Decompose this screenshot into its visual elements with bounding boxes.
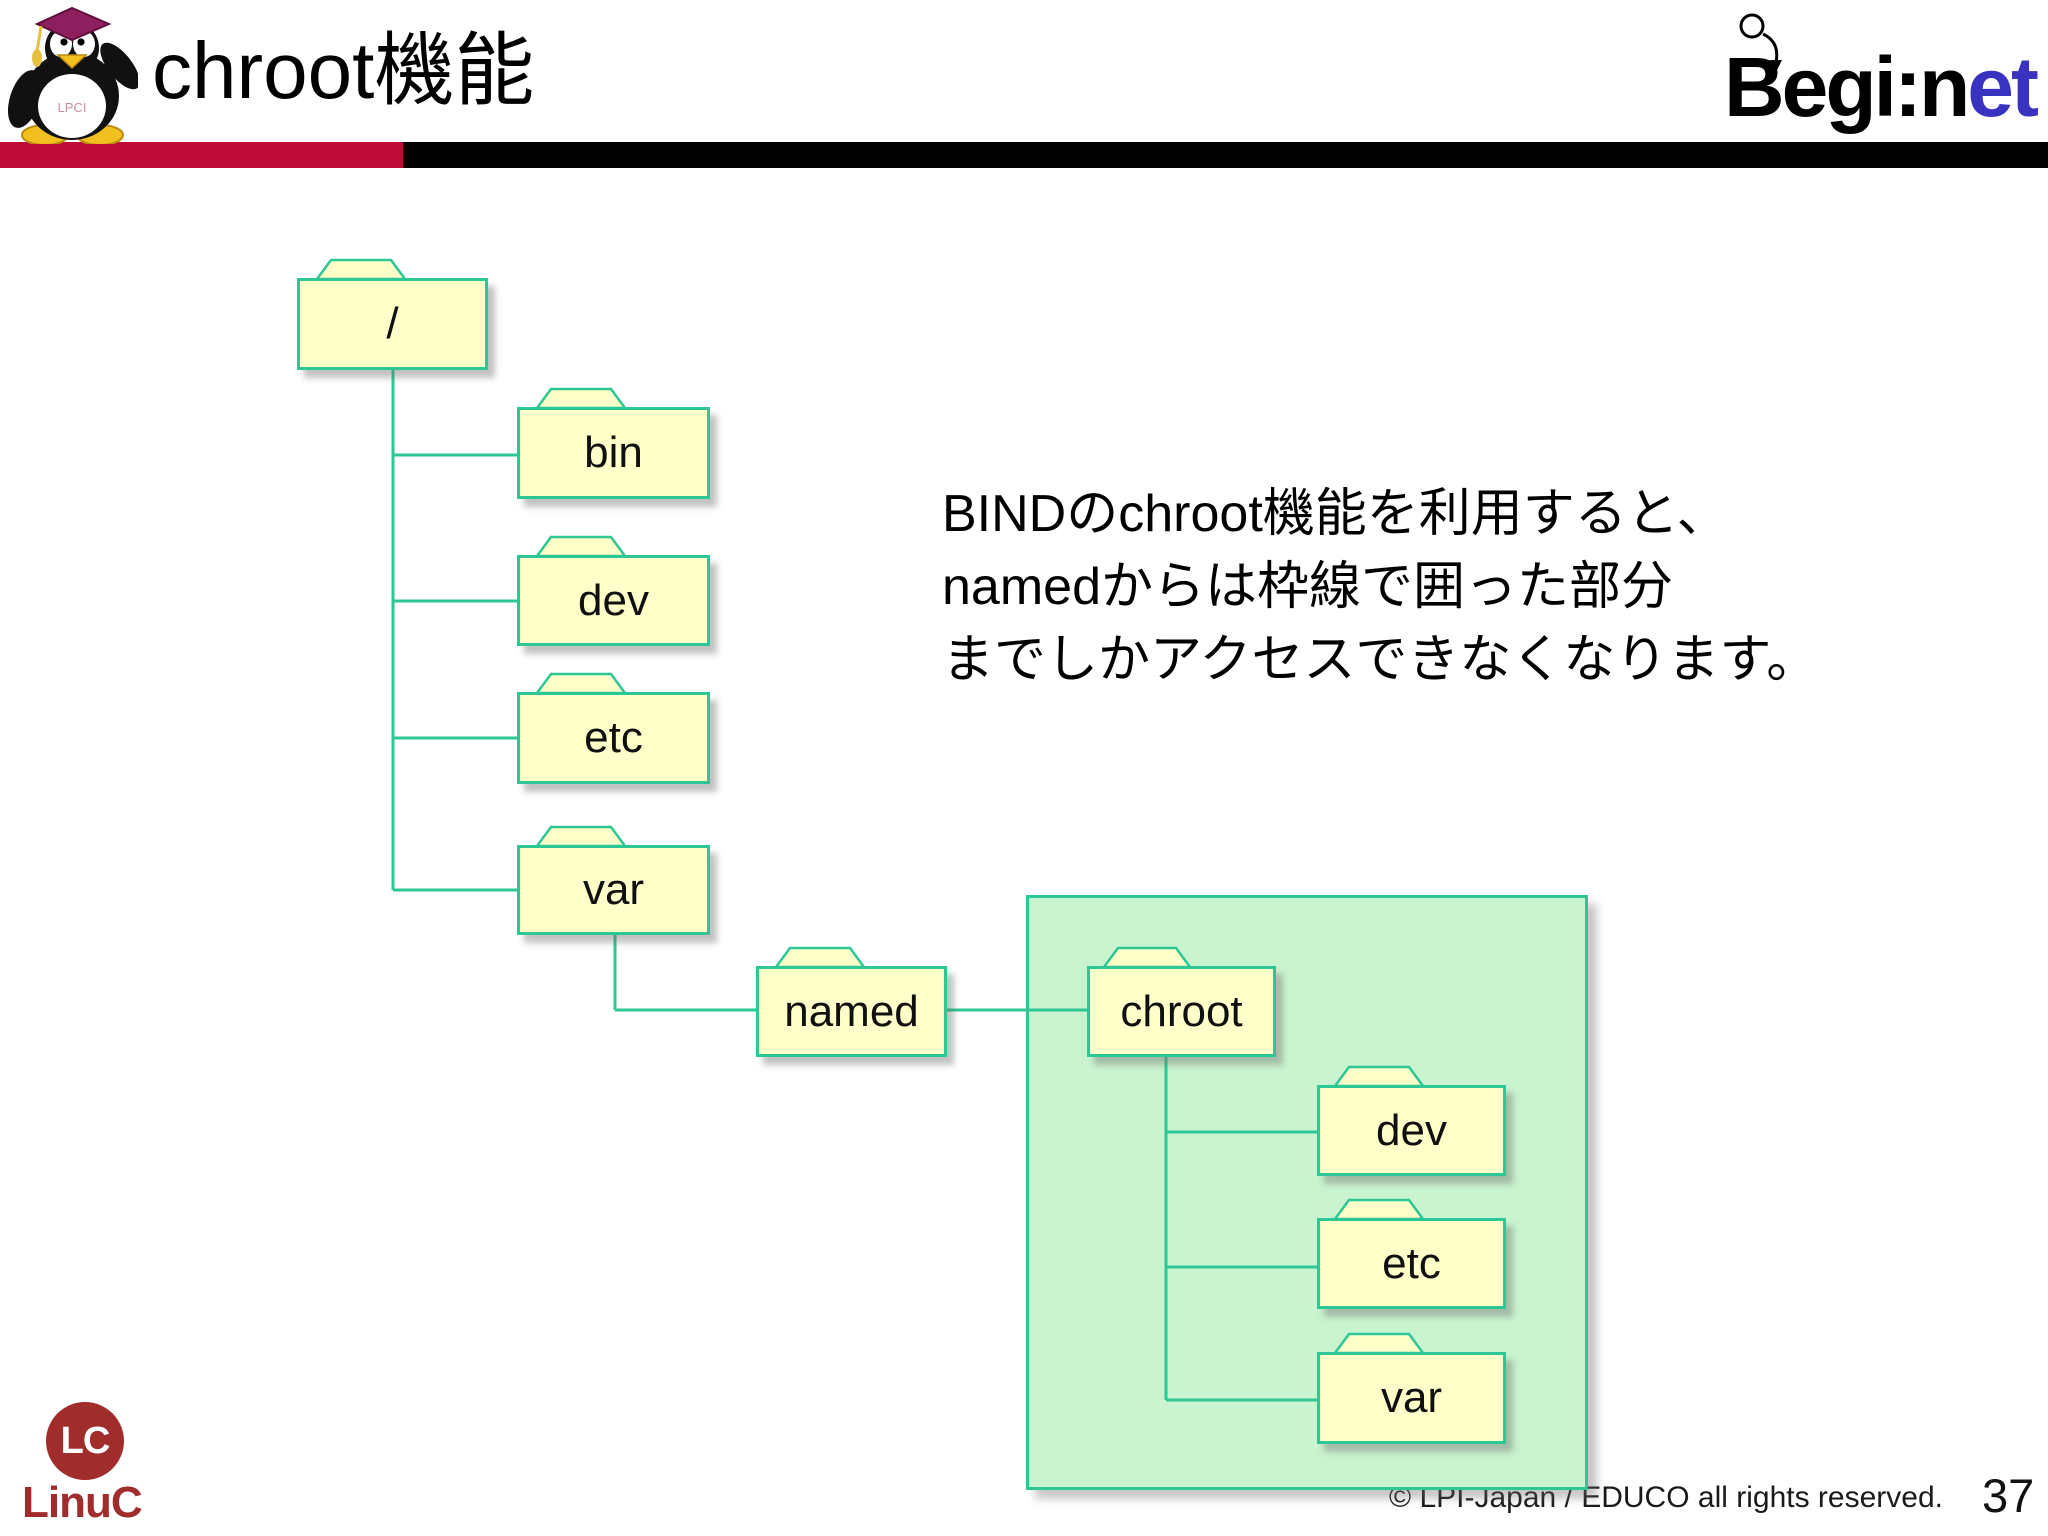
tree-node-chroot-var: var [1317,1352,1506,1444]
tree-node-chroot-var-label: var [1380,1373,1443,1422]
tree-node-var: var [517,845,710,935]
tree-node-dev-label: dev [578,575,649,625]
begi-logo-part3: et [1967,40,2039,134]
description-line1: BINDのchroot機能を利用すると、 [942,485,1729,543]
circle-arrow-decoration-icon [1739,13,1782,72]
tree-node-etc-label: etc [584,713,643,762]
tree-node-named-label: named [784,986,919,1036]
penguin-mascot-icon: LPCI [7,6,138,144]
tree-node-dev: dev [517,555,710,646]
tree-node-chroot-dev: dev [1317,1085,1506,1176]
page-title: chroot機能 [152,26,535,115]
tree-node-chroot-label: chroot [1120,986,1243,1036]
description-text: BINDのchroot機能を利用すると、 namedからは枠線で囲った部分 まで… [942,478,1818,697]
tree-node-chroot-etc: etc [1317,1218,1506,1309]
tree-node-named: named [756,966,947,1057]
tree-node-root: / [297,278,488,370]
tree-node-root-label: / [386,299,399,348]
tree-node-var-label: var [582,865,645,914]
svg-text:LPCI: LPCI [58,100,87,115]
header-bar-black [403,142,2048,168]
page-number: 37 [1982,1469,2035,1522]
begi-logo-colon: : [1894,40,1922,134]
tree-node-chroot-etc-label: etc [1382,1238,1441,1288]
tree-node-chroot-dev-label: dev [1376,1105,1447,1155]
begi-logo-part1: Begi [1723,40,1897,134]
tree-node-chroot: chroot [1087,966,1276,1057]
linuc-badge-icon: LC [46,1402,124,1480]
begi-logo-part2: n [1918,40,1970,134]
tree-node-bin-label: bin [584,428,643,477]
description-line3: までしかアクセスできなくなります。 [942,631,1819,689]
tree-node-bin: bin [517,407,710,499]
tree-node-etc: etc [517,692,710,784]
linuc-logo-text: LinuC [22,1478,143,1527]
header-bar-red [0,142,403,168]
description-line2: namedからは枠線で囲った部分 [942,558,1673,616]
